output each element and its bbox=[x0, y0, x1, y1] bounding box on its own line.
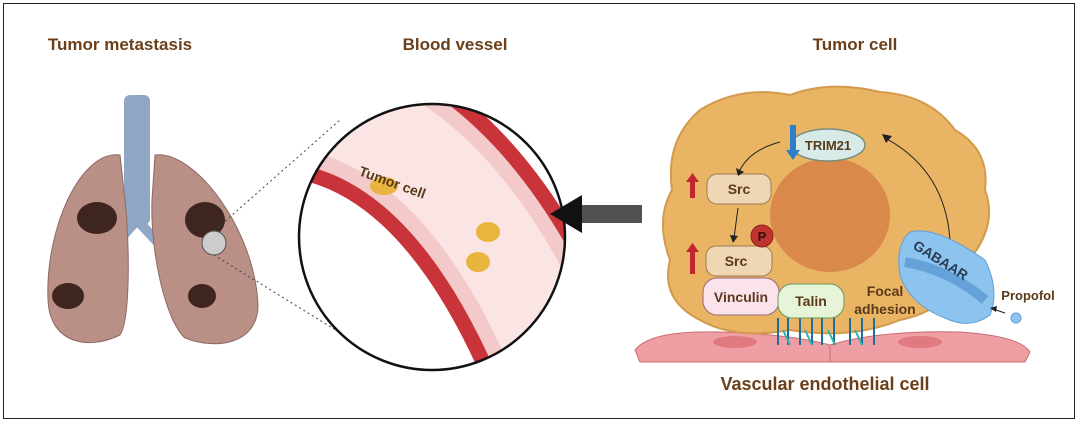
blood-vessel-zoom: Tumor cell bbox=[297, 102, 567, 372]
adhesion-label: adhesion bbox=[854, 301, 915, 317]
src-label: Src bbox=[728, 181, 751, 197]
zoom-guide bbox=[213, 254, 361, 346]
direction-arrow bbox=[550, 195, 642, 233]
tumor-lesion bbox=[185, 202, 225, 238]
tumor-cell-in-vessel bbox=[370, 177, 398, 195]
integrins bbox=[777, 318, 875, 346]
talin-label: Talin bbox=[795, 293, 827, 309]
up-arrow-icon bbox=[690, 250, 695, 274]
propofol-molecule bbox=[1010, 312, 1022, 324]
zoom-spot bbox=[201, 230, 227, 256]
up-arrow-icon bbox=[690, 180, 695, 198]
tumor-cell-in-vessel bbox=[476, 222, 500, 242]
endothelial-cells bbox=[634, 331, 1031, 363]
phospho-src-protein bbox=[705, 245, 773, 277]
phosphate-label: P bbox=[758, 229, 767, 244]
lungs-illustration bbox=[47, 95, 361, 346]
tumor-cell-in-vessel bbox=[466, 252, 490, 272]
phosphate-icon bbox=[750, 224, 774, 248]
trim21-label: TRIM21 bbox=[805, 138, 851, 153]
title-blood-vessel: Blood vessel bbox=[402, 35, 508, 54]
down-arrow-icon bbox=[790, 125, 796, 155]
phospho-src-label: Src bbox=[725, 253, 748, 269]
propofol-label: Propofol bbox=[1001, 288, 1054, 303]
trachea bbox=[124, 95, 150, 225]
tumor-lesion bbox=[52, 283, 84, 309]
left-lung bbox=[47, 154, 129, 343]
figure-border bbox=[3, 3, 1075, 419]
gaba-a-receptor: GABAAR Propofol bbox=[898, 230, 1055, 324]
title-vascular-endothelial-cell: Vascular endothelial cell bbox=[720, 374, 930, 394]
title-tumor-metastasis: Tumor metastasis bbox=[47, 35, 193, 54]
nucleus bbox=[770, 158, 890, 272]
vinculin-label: Vinculin bbox=[714, 289, 768, 305]
arrow bbox=[739, 141, 781, 171]
tumor-lesion bbox=[77, 202, 117, 234]
title-tumor-cell: Tumor cell bbox=[812, 35, 898, 54]
focal-label: Focal bbox=[867, 283, 904, 299]
tumor-lesion bbox=[188, 284, 216, 308]
